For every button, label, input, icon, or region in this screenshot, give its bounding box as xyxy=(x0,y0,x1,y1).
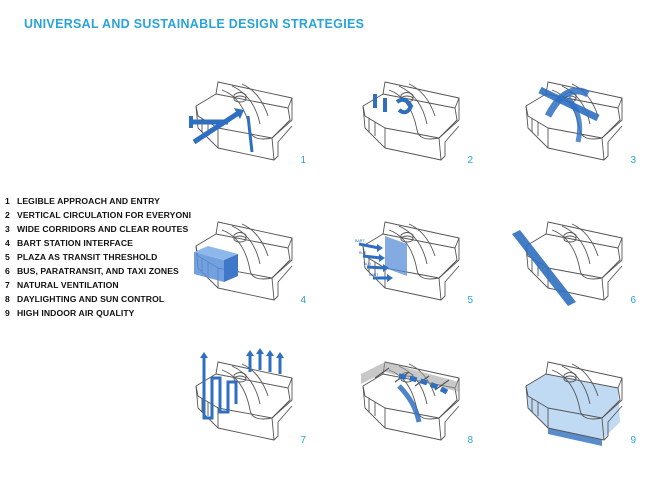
panel-number: 2 xyxy=(467,155,473,166)
panel-number: 9 xyxy=(630,435,636,446)
page-title: UNIVERSAL AND SUSTAINABLE DESIGN STRATEG… xyxy=(24,17,365,31)
ventilation-arrows xyxy=(200,348,284,420)
diagram-panel-5: BART BUS TAXI BART 5 xyxy=(355,212,475,307)
corridor-routes xyxy=(538,86,600,143)
panel5-label: BUS xyxy=(359,251,367,255)
building-diagram-8 xyxy=(361,361,460,441)
building-outline xyxy=(525,361,623,441)
diagram-panel-1: 1 xyxy=(188,72,308,167)
panel-number: 3 xyxy=(630,155,636,166)
building-diagram-3 xyxy=(525,81,623,161)
building-diagram-1 xyxy=(189,81,293,161)
building-outline xyxy=(525,221,623,301)
diagram-panel-9: 9 xyxy=(518,352,638,447)
approach-arrows xyxy=(189,108,254,153)
diagram-panel-2: 2 xyxy=(355,72,475,167)
building-outline xyxy=(362,221,460,301)
diagram-panel-8: 8 xyxy=(355,352,475,447)
building-outline xyxy=(195,361,293,441)
panel-number: 6 xyxy=(630,295,636,306)
indoor-air-fill xyxy=(526,374,620,446)
panel5-label: TAXI xyxy=(363,262,371,266)
panel-number: 8 xyxy=(467,435,473,446)
building-diagram-6 xyxy=(512,221,623,306)
panel-number: 7 xyxy=(300,435,306,446)
panel-number: 5 xyxy=(467,295,473,306)
building-diagram-9 xyxy=(525,361,623,446)
bus-taxi-zone xyxy=(512,230,576,306)
panel-number: 4 xyxy=(300,295,306,306)
panel5-label: BART xyxy=(369,273,379,277)
sun-control xyxy=(361,362,459,423)
building-diagram-5: BART BUS TAXI BART xyxy=(355,221,460,301)
diagram-panel-3: 3 xyxy=(518,72,638,167)
building-outline xyxy=(362,81,460,161)
bart-station-box xyxy=(194,246,238,282)
building-diagram-2 xyxy=(362,81,460,161)
diagram-panel-6: 6 xyxy=(512,212,638,307)
plaza-arrows xyxy=(358,236,407,282)
diagram-panel-4: 4 xyxy=(188,212,308,307)
panel-number: 1 xyxy=(300,155,306,166)
diagram-panel-7: 7 xyxy=(188,348,308,447)
vertical-circulation-symbols xyxy=(373,94,414,115)
building-diagram-7 xyxy=(195,348,293,441)
building-diagram-4 xyxy=(194,221,293,301)
panel5-label: BART xyxy=(355,239,365,243)
